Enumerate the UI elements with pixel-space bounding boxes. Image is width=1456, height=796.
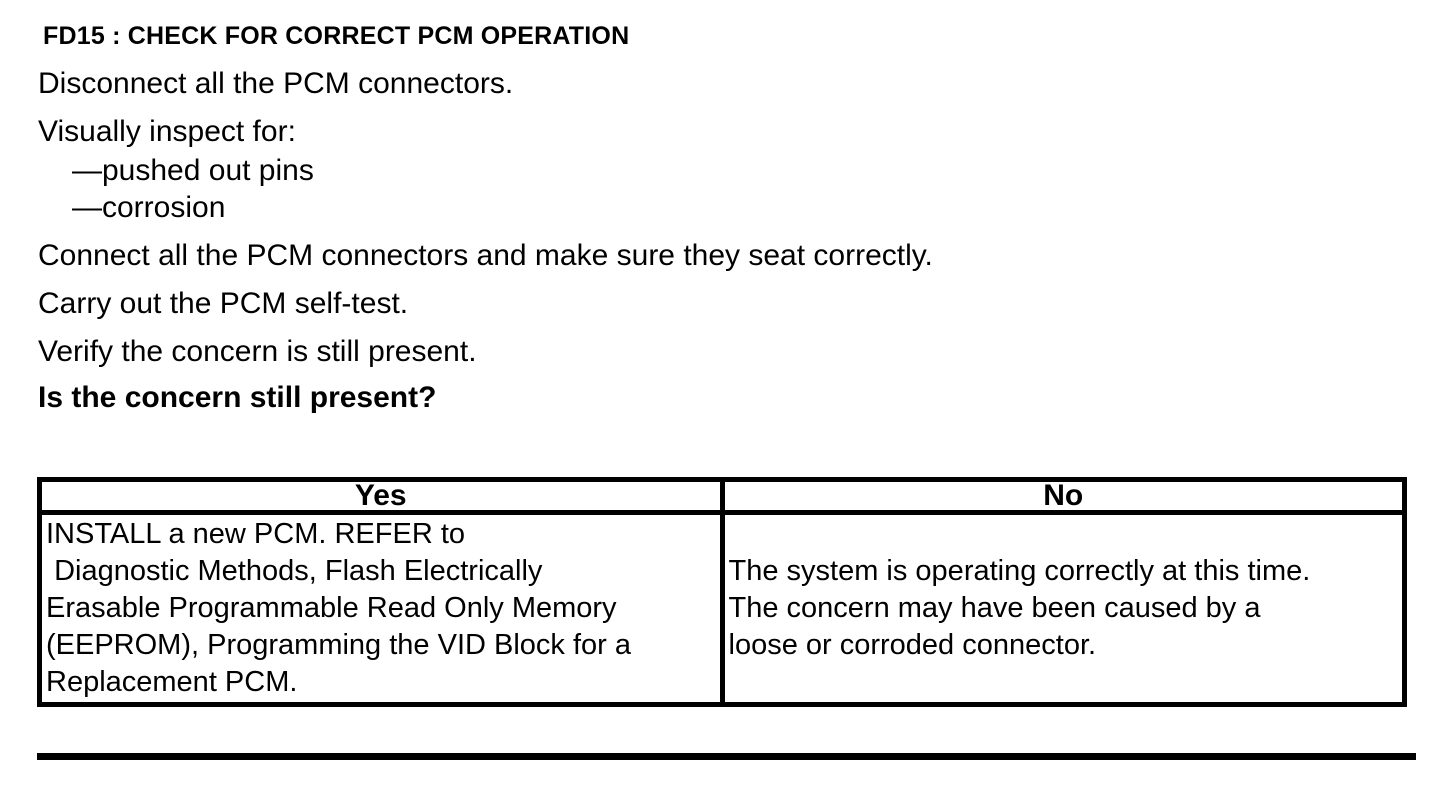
instruction-step-selftest: Carry out the PCM self-test. <box>38 287 409 320</box>
inspection-item-corrosion: —corrosion <box>72 191 226 224</box>
decision-table-header-row: Yes No <box>37 477 1407 515</box>
no-action-cell: The system is operating correctly at thi… <box>719 510 1407 707</box>
instruction-step-verify: Verify the concern is still present. <box>38 335 477 368</box>
yes-action-cell: INSTALL a new PCM. REFER to Diagnostic M… <box>37 510 725 707</box>
instruction-step-disconnect: Disconnect all the PCM connectors. <box>38 67 514 100</box>
inspection-item-pushed-pins: —pushed out pins <box>72 154 314 187</box>
instruction-step-inspect: Visually inspect for: <box>38 115 296 148</box>
decision-table-body-row: INSTALL a new PCM. REFER to Diagnostic M… <box>37 510 1407 707</box>
procedure-title: FD15 : CHECK FOR CORRECT PCM OPERATION <box>43 22 630 50</box>
decision-table: Yes No INSTALL a new PCM. REFER to Diagn… <box>37 477 1407 707</box>
inspection-list: —pushed out pins —corrosion <box>72 152 1416 226</box>
yes-column-header: Yes <box>37 477 725 515</box>
instruction-step-connect: Connect all the PCM connectors and make … <box>38 239 933 272</box>
no-column-header: No <box>719 477 1407 515</box>
decision-question: Is the concern still present? <box>38 381 437 414</box>
page-divider-rule <box>37 753 1416 760</box>
